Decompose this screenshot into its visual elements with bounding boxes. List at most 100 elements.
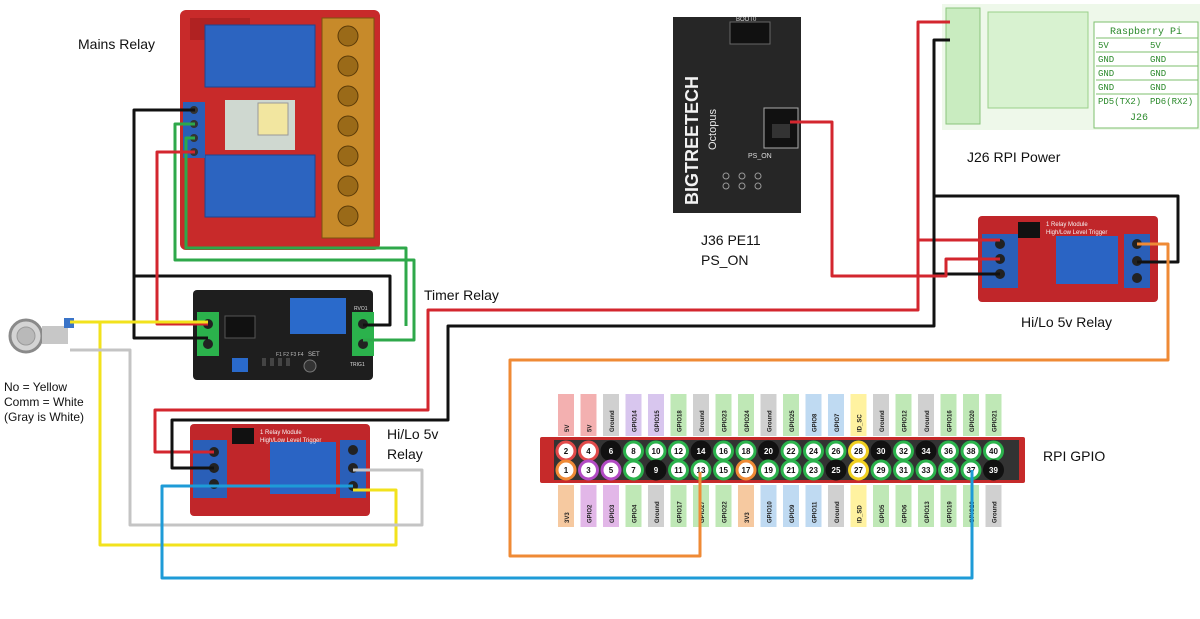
gpio-pin-number: 30: [877, 447, 886, 456]
gpio-pin-number: 40: [989, 447, 998, 456]
gpio-pin-label: 3V3: [745, 512, 751, 523]
timer-set-label: SET: [308, 352, 320, 358]
yellow-wire: [70, 320, 398, 547]
gpio-label-bg: [963, 394, 979, 436]
timer-relay-board: F1 F2 F3 F4 SET RVO1 TRIG1: [193, 290, 374, 380]
gpio-pin-label: GPIO15: [655, 410, 661, 432]
gpio-pin-number: 3: [586, 466, 591, 475]
gpio-pin-label: Ground: [768, 410, 774, 432]
j26-cell: GND: [1098, 83, 1114, 93]
gpio-pin-number: 19: [764, 466, 773, 475]
gpio-pin-label: Ground: [700, 410, 706, 432]
gpio-pin: [555, 459, 577, 481]
gpio-label-bg: [805, 485, 822, 527]
gpio-pin: [803, 459, 824, 481]
green-wire-1: [173, 122, 416, 342]
gpio-label-bg: [648, 394, 664, 436]
hilo-relay-left-label-1: Hi/Lo 5v: [387, 426, 439, 442]
gpio-pin-label: GPIO27: [700, 501, 706, 523]
red-wire-ps-on: [790, 120, 1000, 278]
gpio-label-bg: [693, 394, 709, 436]
left-relay-line2: High/Low Level Trigger: [260, 438, 321, 444]
gpio-pin-label: GPIO9: [790, 504, 796, 523]
gpio-pin: [893, 459, 914, 481]
j26-cell: GND: [1150, 55, 1166, 65]
right-relay-line2: High/Low Level Trigger: [1046, 230, 1107, 236]
j36-label-line2: PS_ON: [701, 252, 749, 268]
gpio-pin-number: 18: [742, 447, 751, 456]
gpio-pin-label: GPIO13: [925, 501, 931, 523]
gpio-label-bg: [558, 485, 574, 527]
gpio-pin-number: 5: [609, 466, 614, 475]
gpio-pin-number: 15: [719, 466, 728, 475]
gpio-pin: [735, 459, 757, 481]
gpio-pin-number: 12: [674, 447, 683, 456]
gpio-label-bg: [895, 394, 912, 436]
gpio-pin-number: 39: [989, 466, 998, 475]
gpio-pin-label: GPIO3: [610, 504, 616, 523]
right-hilo-relay-board: 1 Relay Module High/Low Level Trigger: [978, 216, 1158, 302]
gpio-pin-number: 13: [697, 466, 706, 475]
gpio-pin: [668, 459, 689, 481]
gpio-pin-number: 32: [899, 447, 908, 456]
gpio-label-bg: [783, 485, 799, 527]
gpio-pin-label: Ground: [835, 501, 841, 523]
gpio-pin-label: GPIO7: [835, 413, 841, 432]
switch-note-no: No = Yellow: [4, 380, 68, 394]
gpio-pin-number: 1: [564, 466, 569, 475]
timer-terminal-bottom: TRIG1: [350, 362, 365, 368]
gpio-pin: [983, 459, 1004, 481]
gpio-pin: [780, 459, 802, 481]
gpio-label-bg: [940, 485, 957, 527]
gpio-pin-number: 14: [697, 447, 706, 456]
gpio-pin-label: Ground: [925, 410, 931, 432]
gpio-pin-number: 31: [899, 466, 908, 475]
timer-indicators: F1 F2 F3 F4: [276, 352, 304, 358]
gpio-pin: [578, 459, 599, 481]
gpio-label-bg: [715, 485, 732, 527]
gpio-pin-label: GPIO25: [790, 410, 796, 432]
gpio-pin-label: GPIO8: [813, 413, 819, 432]
left-relay-line1: 1 Relay Module: [260, 430, 302, 436]
gpio-label-bg: [760, 394, 777, 436]
board-model-text: Octopus: [707, 109, 719, 150]
gpio-pin-number: 16: [719, 447, 728, 456]
gpio-pin-label: GPIO2: [588, 504, 594, 523]
gpio-label-bg: [738, 485, 754, 527]
gpio-pin-label: GPIO6: [903, 504, 909, 523]
gpio-label-bg: [918, 394, 934, 436]
gpio-pin: [938, 459, 959, 481]
gpio-pin-label: GPIO24: [745, 410, 751, 432]
j36-label-line1: J36 PE11: [701, 232, 761, 248]
gpio-label-bg: [873, 485, 889, 527]
hilo-relay-left-label-2: Relay: [387, 446, 423, 462]
black-wire-right-out: [934, 194, 1180, 264]
j26-cell: PD6(RX2): [1150, 97, 1193, 107]
board-ps-on-label: PS_ON: [748, 153, 772, 160]
j26-cell: GND: [1150, 69, 1166, 79]
gpio-pin-label: GPIO17: [678, 501, 684, 523]
gpio-label-bg: [850, 394, 867, 436]
gpio-pin-number: 6: [609, 447, 614, 456]
gpio-label-bg: [625, 485, 642, 527]
j26-cell: GND: [1098, 55, 1114, 65]
gray-wire: [70, 348, 424, 527]
gpio-pin-number: 36: [944, 447, 953, 456]
gpio-label-bg: [805, 394, 822, 436]
gpio-pin-number: 23: [809, 466, 818, 475]
gpio-label-bg: [603, 394, 619, 436]
gpio-pin-label: Ground: [880, 410, 886, 432]
wires: [70, 20, 1180, 580]
timer-relay-label: Timer Relay: [424, 287, 499, 303]
gpio-label-bg: [940, 394, 957, 436]
gpio-pin-number: 8: [631, 447, 636, 456]
gpio-label-bg: [895, 485, 912, 527]
gpio-pin-number: 29: [877, 466, 886, 475]
j26-cell: 5V: [1098, 41, 1109, 51]
gpio-pin-number: 22: [787, 447, 796, 456]
gpio-pin-label: 3V3: [565, 512, 571, 523]
switch-note-gray: (Gray is White): [4, 410, 85, 424]
j26-cell: PD5(TX2): [1098, 97, 1141, 107]
